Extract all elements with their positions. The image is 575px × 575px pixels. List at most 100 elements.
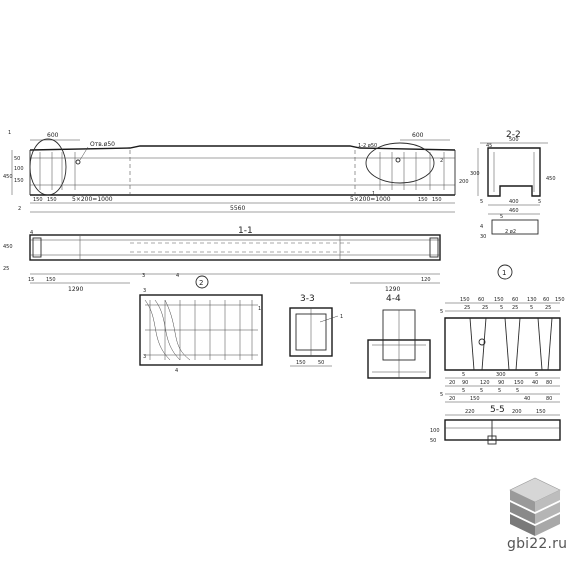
section-3-3: 3-3 150 50 1 bbox=[289, 294, 343, 367]
dim-total: 5560 bbox=[230, 205, 245, 212]
watermark-text: gbi22.ru bbox=[507, 536, 568, 552]
rod-label: 1-2 ø50 bbox=[358, 143, 377, 149]
dim-spacing-left: 5×200=1000 bbox=[72, 196, 113, 203]
d1-row6-dim: 20 bbox=[449, 396, 455, 402]
section-2-2: 2-2 500 45 300 450 5 400 5 460 2 ø2 30 5… bbox=[470, 130, 556, 240]
d1-row2-dim: 25 bbox=[545, 305, 551, 311]
cut-mark-2: 2 bbox=[18, 206, 21, 212]
callout-circle-2 bbox=[195, 275, 209, 289]
detail-2-mark-1: 1 bbox=[258, 306, 261, 312]
s33-mark-1: 1 bbox=[340, 314, 343, 320]
cut-mark-2-right: 2 bbox=[440, 158, 443, 164]
dim-460: 460 bbox=[509, 208, 519, 214]
dim-150-right-b: 150 bbox=[432, 197, 442, 203]
dim-500: 500 bbox=[509, 137, 519, 143]
d1-dim-5-left-b: 5 bbox=[440, 392, 443, 398]
s55-dim-100: 100 bbox=[430, 428, 440, 434]
logo-layer-mid-r bbox=[535, 502, 560, 524]
callout-circle-1 bbox=[497, 264, 513, 280]
dim-450-s22: 450 bbox=[546, 176, 556, 182]
dim-120: 120 bbox=[421, 277, 431, 283]
logo-layer-top-side-r bbox=[535, 490, 560, 512]
detail-1: 150 60 150 60 130 60 150 25 25 5 25 5 25… bbox=[440, 297, 565, 403]
dim-25-v: 25 bbox=[3, 266, 9, 272]
d1-top-dim: 150 bbox=[460, 297, 470, 303]
d1-row2-dims: 25 25 5 25 5 25 bbox=[464, 305, 551, 311]
dim-400: 400 bbox=[509, 199, 519, 205]
section-3-3-title: 3-3 bbox=[300, 294, 315, 304]
dim-450-v: 450 bbox=[3, 244, 13, 250]
dim-45: 45 bbox=[486, 143, 492, 149]
dim-5-c: 5 bbox=[500, 214, 503, 220]
dim-200-right: 200 bbox=[459, 179, 469, 185]
d1-row4-dims: 20 90 120 90 150 40 80 bbox=[449, 380, 552, 386]
plan-end-block-right bbox=[429, 237, 439, 258]
logo-layer-bot-r bbox=[535, 514, 560, 536]
d1-row6-dim: 150 bbox=[470, 396, 480, 402]
plan-outline bbox=[29, 234, 441, 261]
d1-row3-dim: 5 bbox=[535, 372, 538, 378]
dim-1290-left: 1290 bbox=[68, 286, 83, 293]
d1-row4-dim: 90 bbox=[462, 380, 468, 386]
d1-row5-dim: 5 bbox=[462, 388, 465, 394]
d1-dim-5-left: 5 bbox=[440, 309, 443, 315]
section-2-2-outline bbox=[487, 147, 541, 197]
s22-bottom-detail bbox=[491, 219, 539, 235]
d1-row5-dims: 5 5 5 5 bbox=[462, 388, 519, 394]
detail-2-outline bbox=[139, 294, 263, 366]
d1-row2-dim: 5 bbox=[500, 305, 503, 311]
d1-row4-dim: 80 bbox=[546, 380, 552, 386]
dim-600-left: 600 bbox=[47, 132, 59, 139]
callout-1: 1 bbox=[502, 269, 506, 277]
s33-dim-50: 50 bbox=[318, 360, 324, 366]
d1-row4-dim: 150 bbox=[514, 380, 524, 386]
d1-top-dim: 60 bbox=[478, 297, 484, 303]
section-4-4-title: 4-4 bbox=[386, 294, 401, 304]
detail-2-rebars bbox=[144, 299, 258, 361]
section-2-2-title: 2-2 bbox=[506, 130, 521, 140]
dim-450: 450 bbox=[3, 174, 13, 180]
d1-row5-dim: 5 bbox=[516, 388, 519, 394]
d1-top-dim: 150 bbox=[494, 297, 504, 303]
detail-ellipse-right bbox=[365, 142, 435, 184]
section-4-4: 4-4 bbox=[367, 294, 431, 379]
watermark-logo bbox=[509, 477, 561, 536]
d1-top-dims: 150 60 150 60 130 60 150 bbox=[460, 297, 565, 303]
callout-2: 2 bbox=[199, 279, 203, 287]
d1-ribs bbox=[469, 317, 553, 371]
d1-row3-dim: 5 bbox=[462, 372, 465, 378]
d1-plate-outline bbox=[444, 317, 561, 371]
d1-top-dim: 60 bbox=[543, 297, 549, 303]
s55-lug bbox=[487, 435, 497, 445]
d1-row5-dim: 5 bbox=[498, 388, 501, 394]
main-elevation-view: 600 Отв.ø50 600 1-2 ø50 450 50 100 150 1… bbox=[3, 130, 469, 213]
d1-row4-dim: 90 bbox=[498, 380, 504, 386]
logo-layer-top-side-l bbox=[510, 490, 535, 512]
logo-layer-bot-l bbox=[510, 514, 535, 536]
label-note: 2 ø2 bbox=[505, 229, 516, 235]
hole-label: Отв.ø50 bbox=[90, 141, 115, 148]
d1-row2-dim: 25 bbox=[512, 305, 518, 311]
dim-150: 150 bbox=[46, 277, 56, 283]
d1-row2-dim: 5 bbox=[530, 305, 533, 311]
beam-outline-top bbox=[29, 145, 456, 151]
mark-4: 4 bbox=[30, 230, 33, 236]
section-5-5-title: 5-5 bbox=[490, 405, 505, 415]
detail-2-mark-4: 4 bbox=[175, 368, 178, 374]
dim-1290-right: 1290 bbox=[385, 286, 400, 293]
s55-outline bbox=[444, 419, 561, 441]
d1-row6-dims: 20 150 40 80 bbox=[449, 396, 552, 402]
section-5-5: 5-5 220 200 150 100 50 bbox=[430, 405, 561, 445]
logo-layer-mid-l bbox=[510, 502, 535, 524]
stirrups-left bbox=[39, 152, 76, 190]
d1-row2-dim: 25 bbox=[482, 305, 488, 311]
cut-mark-1-right: 1 bbox=[372, 191, 375, 197]
section-1-1: 1-1 450 25 4 15 150 1290 1290 120 3 4 2 … bbox=[3, 226, 513, 293]
s55-dim-220: 220 bbox=[465, 409, 475, 415]
s55-dim-200: 200 bbox=[512, 409, 522, 415]
s33-dim-150: 150 bbox=[296, 360, 306, 366]
s33-leader bbox=[319, 315, 339, 323]
d1-row4-dim: 120 bbox=[480, 380, 490, 386]
plan-end-block-left bbox=[32, 237, 42, 258]
d1-row4-dim: 20 bbox=[449, 380, 455, 386]
